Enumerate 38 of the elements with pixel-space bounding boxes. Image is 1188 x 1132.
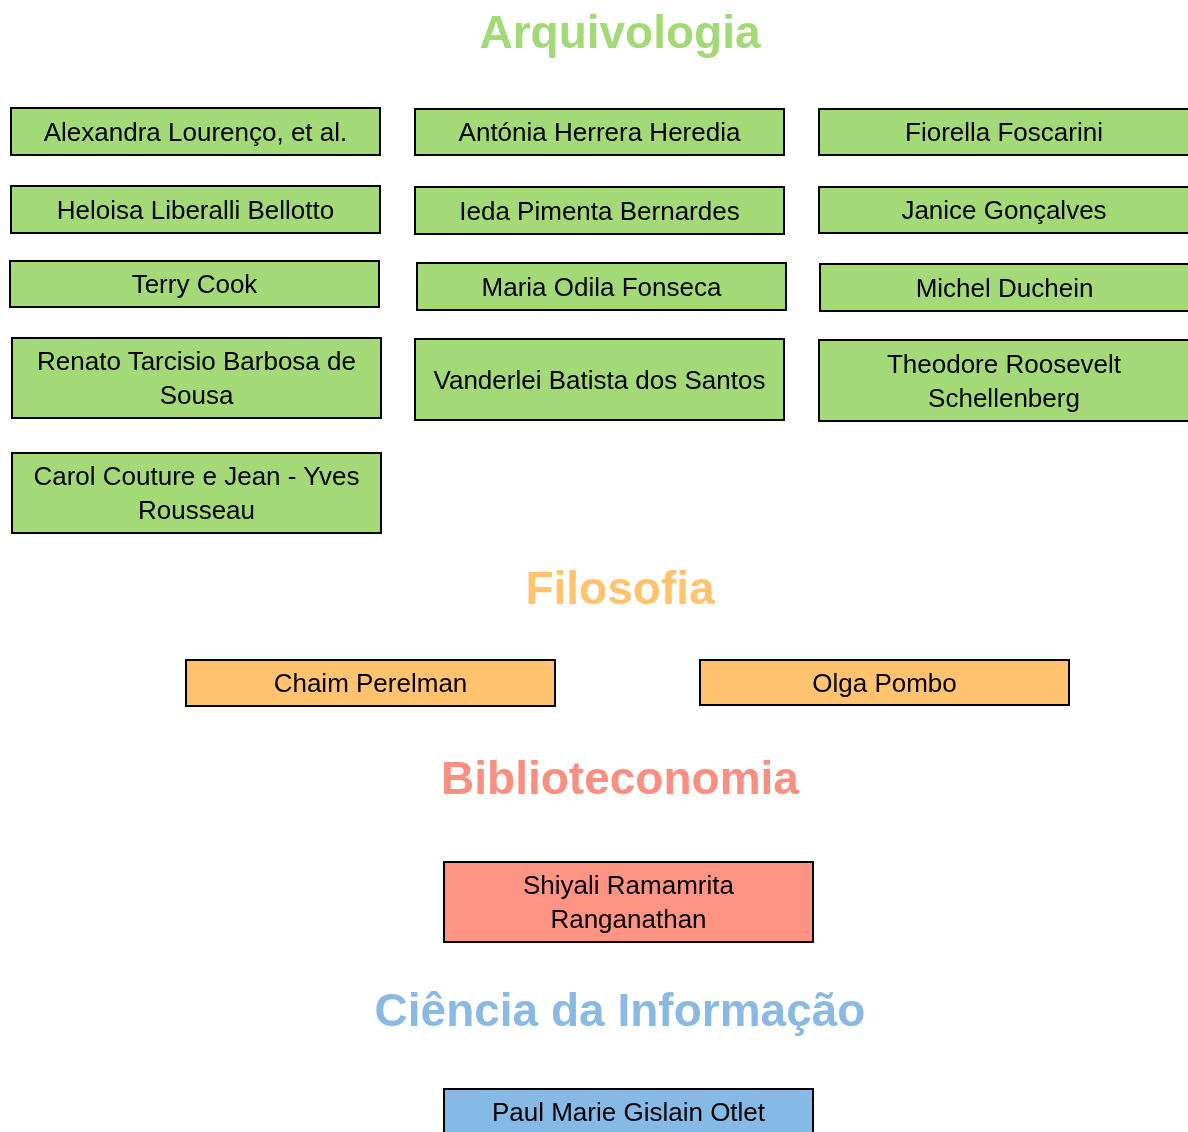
name-box [11, 337, 382, 419]
name-box [414, 108, 785, 156]
name-box [10, 185, 381, 234]
person-name: Antónia Herrera Heredia [458, 116, 741, 149]
name-box [818, 186, 1188, 234]
person-name: Terry Cook [131, 268, 258, 301]
person-name: Shiyali Ramamrita Ranganathan [522, 869, 735, 936]
name-box [819, 263, 1188, 312]
name-box [11, 452, 382, 534]
person-name: Heloisa Liberalli Bellotto [56, 193, 335, 227]
name-box [818, 339, 1188, 422]
name-box [414, 186, 785, 235]
section-heading: Ciência da Informação [374, 984, 866, 1036]
person-name: Renato Tarcisio Barbosa de Sousa [36, 345, 357, 412]
person-name: Carol Couture e Jean - Yves Rousseau [32, 460, 361, 527]
section-heading: Filosofia [525, 562, 715, 614]
person-name: Fiorella Foscarini [905, 116, 1103, 149]
name-box [10, 107, 381, 156]
person-name: Ieda Pimenta Bernardes [459, 194, 740, 228]
person-name: Olga Pombo [812, 666, 957, 700]
name-box [818, 108, 1188, 156]
name-box [9, 260, 380, 308]
name-box [416, 262, 787, 311]
name-box [699, 659, 1070, 706]
person-name: Janice Gonçalves [901, 194, 1107, 227]
section-heading: Arquivologia [479, 6, 761, 58]
name-box [443, 861, 814, 943]
name-box [414, 338, 785, 421]
name-box [443, 1088, 814, 1132]
person-name: Theodore Roosevelt Schellenberg [885, 347, 1123, 415]
person-name: Michel Duchein [915, 271, 1094, 305]
name-box [185, 659, 556, 707]
person-name: Maria Odila Fonseca [481, 270, 722, 304]
section-heading: Biblioteconomia [441, 752, 799, 804]
person-name: Paul Marie Gislain Otlet [491, 1096, 766, 1129]
person-name: Vanderlei Batista dos Santos [433, 363, 766, 397]
person-name: Chaim Perelman [273, 667, 468, 700]
person-name: Alexandra Lourenço, et al. [43, 115, 348, 149]
